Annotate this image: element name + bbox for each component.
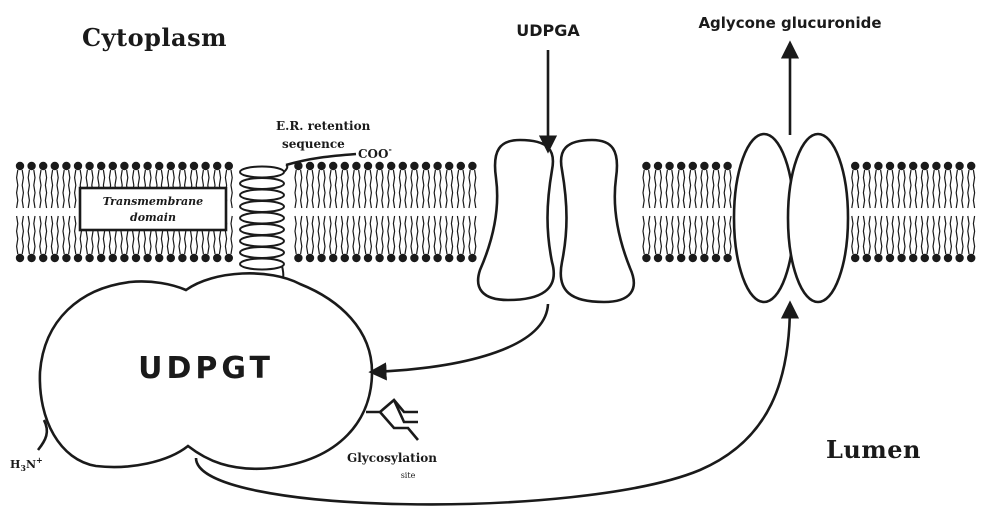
udpga-label: UDPGA (516, 21, 580, 40)
lumen-label: Lumen (826, 435, 921, 464)
coo-label: COO- (358, 144, 392, 161)
transmembrane-label-line1: Transmembrane (103, 195, 203, 208)
aglycone-label: Aglycone glucuronide (698, 14, 881, 32)
cytoplasm-label: Cytoplasm (82, 23, 227, 52)
glycosylation-branch (366, 400, 418, 440)
udpga-transporter (478, 140, 634, 302)
udpga-to-enzyme-arrow (372, 304, 548, 372)
transmembrane-label-line2: domain (130, 211, 176, 224)
glycosylation-label-line1: Glycosylation (347, 451, 437, 465)
exporter-right-oval (788, 134, 848, 302)
n-terminus-tail (38, 420, 47, 450)
exporter-left-oval (734, 134, 794, 302)
er-retention-label-line2: sequence (282, 137, 345, 151)
transmembrane-domain-box: Transmembrane domain (80, 188, 226, 230)
udpgt-label: UDPGT (138, 351, 274, 386)
glucuronide-exporter (734, 134, 848, 302)
er-retention-label-line1: E.R. retention (276, 119, 371, 133)
transmembrane-helix (240, 165, 287, 286)
transporter-left-lobe (478, 140, 554, 300)
transporter-right-lobe (561, 140, 634, 302)
glycosylation-label-line2: site (401, 471, 416, 480)
h3n-label: H3N+ (10, 455, 43, 473)
